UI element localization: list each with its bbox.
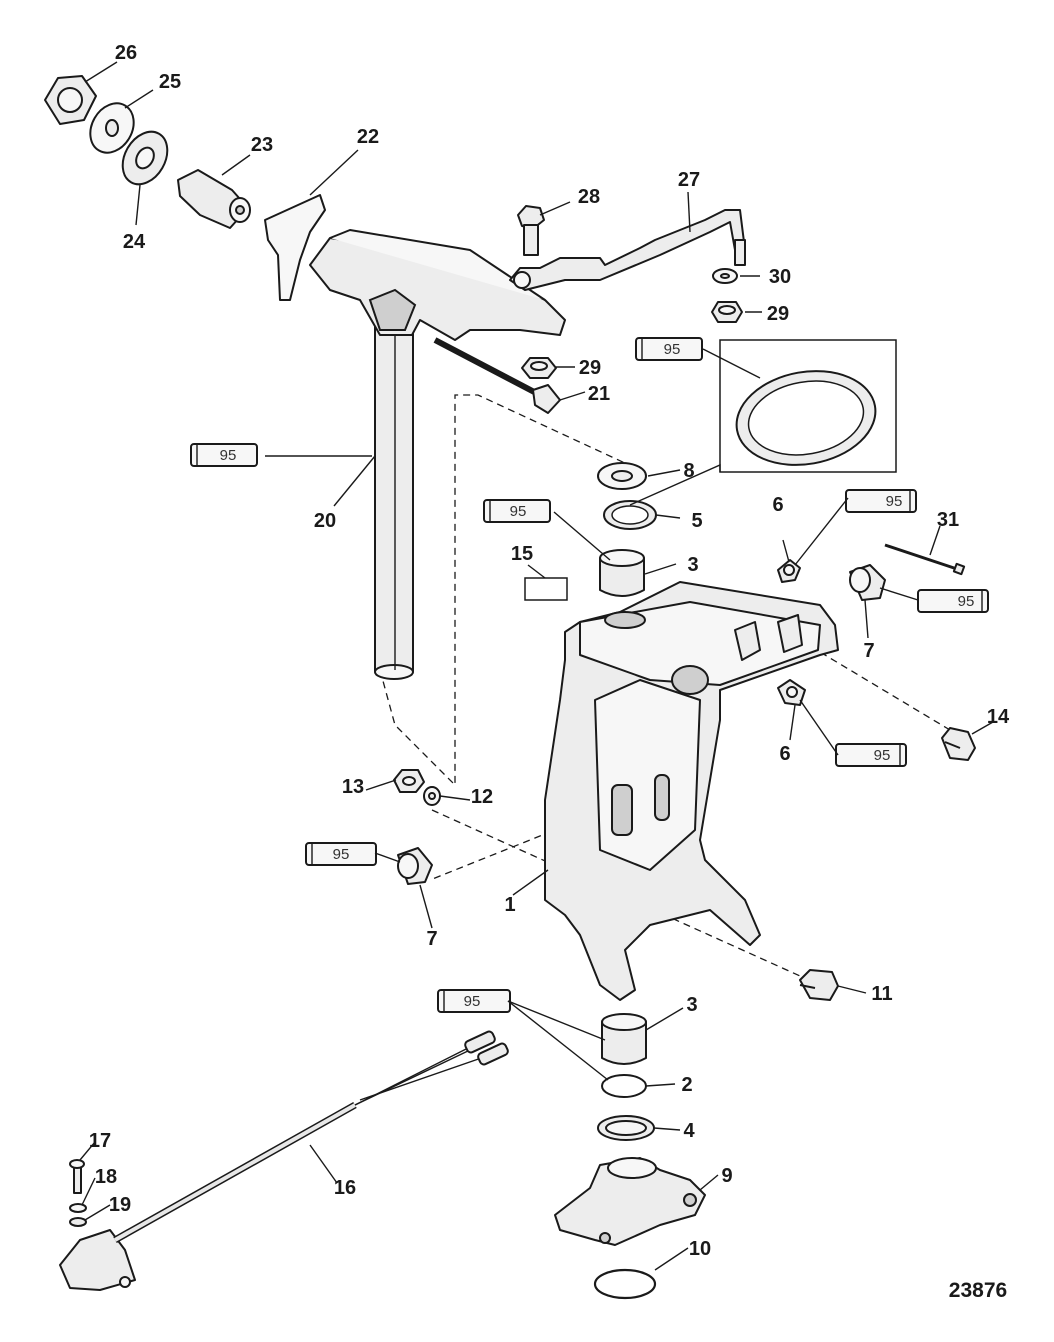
nut-13: [393, 769, 425, 793]
figure-number: 23876: [949, 1279, 1007, 1302]
lubricant-tube-g: 95: [305, 842, 377, 866]
callout-7-right: 7: [863, 640, 874, 662]
bushing-3-upper: [599, 549, 645, 597]
lubricant-tube-c: 95: [483, 499, 551, 523]
nut-29b: [711, 301, 743, 323]
callout-24: 24: [123, 231, 146, 253]
callout-6-lower: 6: [779, 743, 790, 765]
lubricant-code-label: 95: [220, 447, 237, 464]
lubricant-code-label: 95: [874, 747, 891, 764]
lubricant-tube-h: 95: [437, 989, 511, 1013]
seal-5: [603, 500, 657, 530]
callout-10: 10: [689, 1238, 711, 1260]
seal-detail-inset: [719, 339, 897, 473]
callout-20: 20: [314, 510, 336, 532]
callout-15: 15: [511, 543, 533, 565]
nut-29a: [521, 357, 557, 379]
pin-31: [884, 543, 966, 576]
lubricant-code-label: 95: [664, 341, 681, 358]
callout-14: 14: [987, 706, 1010, 728]
washer-18: [69, 1203, 87, 1213]
leader-lines: [79, 61, 994, 1271]
callout-18: 18: [95, 1166, 117, 1188]
callout-6-upper: 6: [772, 494, 783, 516]
callout-25: 25: [159, 71, 181, 93]
washer-8: [597, 462, 647, 490]
lubricant-code-label: 95: [464, 993, 481, 1010]
plate-22: [264, 194, 326, 301]
washer-12: [423, 786, 441, 806]
callout-labels: 26 25 24 23 22 28 27 30 29 29 21 8 5 3 2…: [89, 42, 1010, 1260]
bushing-23: [177, 169, 251, 229]
sensor-harness-16: [59, 1030, 509, 1291]
hex-nut-26: [44, 75, 97, 125]
steering-arm: [309, 229, 566, 341]
callout-7-left: 7: [426, 928, 437, 950]
alignment-lines: [379, 394, 951, 986]
callout-3-lower: 3: [686, 994, 697, 1016]
seal-4: [597, 1115, 655, 1141]
grease-fitting-6-upper: [777, 559, 801, 583]
callout-27: 27: [678, 169, 700, 191]
callout-17: 17: [89, 1130, 111, 1152]
washer-19: [69, 1217, 87, 1227]
lubricant-code-label: 95: [333, 846, 350, 863]
callout-4: 4: [683, 1120, 695, 1142]
callout-21: 21: [588, 383, 610, 405]
spacer-24: [121, 130, 169, 186]
callout-9: 9: [721, 1165, 732, 1187]
bolt-28: [517, 205, 545, 256]
lubricant-code-label: 95: [886, 493, 903, 510]
decal-15: [524, 577, 568, 601]
callout-2: 2: [681, 1074, 692, 1096]
callout-19: 19: [109, 1194, 131, 1216]
bolt-14: [941, 727, 976, 761]
screw-17: [69, 1159, 85, 1194]
bushing-7-right: [849, 564, 886, 601]
callout-5: 5: [691, 510, 702, 532]
steering-yoke-9: [554, 1157, 706, 1246]
lubricant-tube-a: 95: [635, 337, 703, 361]
callout-11: 11: [871, 983, 892, 1005]
callout-23: 23: [251, 134, 273, 156]
screw-11: [799, 969, 839, 1001]
callout-31: 31: [937, 509, 959, 531]
bushing-3-lower: [601, 1013, 647, 1065]
callout-29-left: 29: [579, 357, 601, 379]
bolt-21: [433, 337, 561, 414]
grease-fitting-6-lower: [777, 679, 806, 706]
callout-8: 8: [683, 460, 694, 482]
lubricant-code-label: 95: [510, 503, 527, 520]
lubricant-tube-b: 95: [190, 443, 258, 467]
callout-29-right: 29: [767, 303, 789, 325]
bushing-7-left: [397, 847, 433, 885]
swivel-tube-20: [374, 319, 414, 680]
ring-2: [601, 1074, 647, 1098]
callout-22: 22: [357, 126, 379, 148]
callout-13: 13: [342, 776, 364, 798]
lubricant-tube-d: 95: [845, 489, 917, 513]
washer-25: [89, 102, 135, 154]
lubricant-tube-f: 95: [835, 743, 907, 767]
callout-12: 12: [471, 786, 493, 808]
callout-3-upper: 3: [687, 554, 698, 576]
callout-28: 28: [578, 186, 600, 208]
callout-30: 30: [769, 266, 791, 288]
ring-10: [593, 1268, 657, 1300]
washer-30: [712, 268, 738, 284]
lubricant-code-label: 95: [958, 593, 975, 610]
swivel-bracket-1: [544, 581, 839, 1001]
callout-26: 26: [115, 42, 137, 64]
callout-1: 1: [504, 894, 515, 916]
lubricant-tube-e: 95: [917, 589, 989, 613]
link-rod-27: [509, 209, 746, 291]
callout-16: 16: [334, 1177, 356, 1199]
